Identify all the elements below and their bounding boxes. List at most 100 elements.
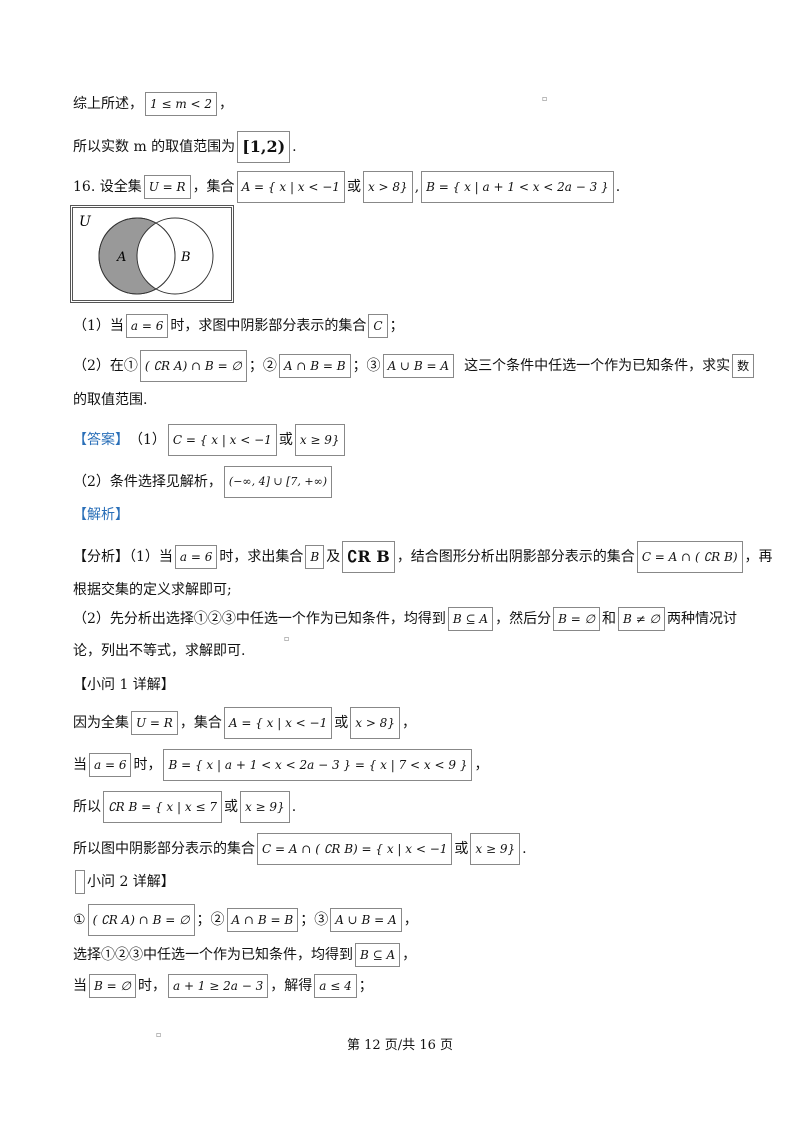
answer-line-2: （2）条件选择见解析， (−∞, 4] ∪ [7, +∞) [73, 466, 334, 498]
part-2-line-3: 当 B = ∅ 时， a + 1 ≥ 2a − 3 ，解得 a ≤ 4 ； [73, 974, 373, 998]
text: 或 [278, 432, 293, 448]
formula-box: a = 6 [89, 753, 132, 777]
formula-box: 1 ≤ m < 2 [145, 92, 218, 116]
text: ；② [248, 358, 277, 374]
formula-box: B ⊆ A [355, 943, 401, 967]
text: ； [389, 318, 404, 334]
text: ；③ [300, 912, 329, 928]
formula-box: ∁R B [342, 541, 395, 573]
formula-box: A = { x | x < −1 [236, 171, 345, 203]
formula-box: x > 8} [362, 171, 413, 203]
text: ， [401, 715, 416, 731]
marker-box [75, 870, 85, 894]
text: ① [73, 912, 86, 928]
text: 时，求图中阴影部分表示的集合 [170, 318, 367, 334]
analysis-line-1: 【分析】（1）当 a = 6 时，求出集合 B 及 ∁R B ，结合图形分析出阴… [73, 541, 773, 573]
formula-box: ( ∁R A) ∩ B = ∅ [87, 904, 195, 936]
text: ，然后分 [495, 611, 552, 627]
formula-box: 数 [732, 354, 755, 378]
text: ，结合图形分析出阴影部分表示的集合 [396, 549, 635, 565]
text: ，解得 [270, 978, 313, 994]
text: ， [219, 96, 234, 112]
text: 或 [334, 715, 349, 731]
text: 因为全集 [73, 715, 129, 731]
text: . [291, 799, 297, 815]
text: （1）当 [73, 318, 124, 334]
part-1-line-4: 所以图中阴影部分表示的集合 C = A ∩ ( ∁R B) = { x | x … [73, 833, 527, 865]
text: 的取值范围. [73, 392, 148, 408]
formula-box: B = ∅ [89, 974, 136, 998]
text: ， [474, 757, 489, 773]
venn-label-b: B [180, 250, 191, 265]
formula-box: C = A ∩ ( ∁R B) [636, 541, 743, 573]
formula-box: a ≤ 4 [314, 974, 357, 998]
formula-box: A ∪ B = A [382, 354, 455, 378]
text: 论，列出不等式，求解即可. [73, 643, 246, 659]
formula-box: B = ∅ [553, 607, 601, 631]
formula-box: B ⊆ A [447, 607, 494, 631]
answer-heading: 【答案】 [73, 432, 129, 448]
formula-box: a + 1 ≥ 2a − 3 [167, 974, 269, 998]
formula-box: U = R [143, 175, 191, 199]
text: 选择①②③中任选一个作为已知条件，均得到 [73, 947, 353, 963]
text: 【分析】（1）当 [73, 549, 173, 565]
text: . [522, 841, 527, 857]
formula-box: A = { x | x < −1 [223, 707, 333, 739]
formula-box: x ≥ 9} [239, 791, 290, 823]
problem-16-statement: 16. 设全集 U = R ，集合 A = { x | x < −1 或 x >… [73, 171, 620, 203]
question-2-cont: 的取值范围. [73, 388, 147, 412]
line-range: 所以实数 m 的取值范围为 [1,2) . [73, 131, 297, 163]
text: 小问 2 详解】 [87, 874, 175, 890]
text: ，集合 [179, 715, 222, 731]
part-1-heading: 【小问 1 详解】 [73, 673, 175, 697]
text: 时， [133, 757, 162, 773]
text: 时， [137, 978, 166, 994]
formula-box: C [368, 314, 388, 338]
text: 根据交集的定义求解即可; [73, 582, 232, 598]
text: ；③ [352, 358, 381, 374]
text: （2）在① [73, 358, 138, 374]
formula-box: x > 8} [350, 707, 400, 739]
formula-box: A ∩ B = B [226, 908, 299, 932]
marker-dot: ▫ [542, 94, 548, 103]
venn-label-a: A [116, 250, 126, 265]
analysis-line-4: 论，列出不等式，求解即可. [73, 639, 245, 663]
line-summary: 综上所述， 1 ≤ m < 2 ， [73, 92, 233, 116]
formula-box: A ∪ B = A [330, 908, 402, 932]
formula-box: [1,2) [237, 131, 291, 163]
formula-box: U = R [131, 711, 178, 735]
formula-box: B = { x | a + 1 < x < 2a − 3 } [421, 171, 614, 203]
text: ，再 [744, 549, 773, 565]
formula-box: (−∞, 4] ∪ [7, +∞) [223, 466, 333, 498]
part-2-heading: 小问 2 详解】 [73, 870, 175, 894]
formula-box: B ≠ ∅ [618, 607, 666, 631]
text: ； [358, 978, 373, 994]
formula-box: B [305, 545, 325, 569]
text: 及 [326, 549, 341, 565]
formula-box: B = { x | a + 1 < x < 2a − 3 } = { x | 7… [163, 749, 473, 781]
text: 所以图中阴影部分表示的集合 [73, 841, 255, 857]
formula-box: x ≥ 9} [470, 833, 521, 865]
part-1-line-1: 因为全集 U = R ，集合 A = { x | x < −1 或 x > 8}… [73, 707, 416, 739]
text: 综上所述， [73, 96, 143, 112]
page-footer: 第 12 页/共 16 页 [347, 1038, 453, 1053]
text: 这三个条件中任选一个作为已知条件，求实 [464, 358, 731, 374]
text: 和 [602, 611, 617, 627]
text: . [292, 139, 297, 155]
text: 所以实数 m 的取值范围为 [73, 139, 236, 155]
text: （2）先分析出选择①②③中任选一个作为已知条件，均得到 [73, 611, 446, 627]
formula-box: C = { x | x < −1 [167, 424, 277, 456]
part-1-line-2: 当 a = 6 时， B = { x | a + 1 < x < 2a − 3 … [73, 749, 488, 781]
formula-box: ( ∁R A) ∩ B = ∅ [139, 350, 247, 382]
formula-box: x ≥ 9} [294, 424, 345, 456]
text: 【小问 1 详解】 [73, 677, 175, 693]
venn-diagram: U A B [70, 205, 234, 303]
analysis-line-3: （2）先分析出选择①②③中任选一个作为已知条件，均得到 B ⊆ A ，然后分 B… [73, 607, 737, 631]
text: . [615, 179, 621, 195]
text: 当 [73, 757, 87, 773]
text: 时，求出集合 [219, 549, 304, 565]
text: 或 [223, 799, 238, 815]
text: 或 [454, 841, 469, 857]
text: （1） [129, 432, 166, 448]
analysis-line-2: 根据交集的定义求解即可; [73, 578, 232, 602]
